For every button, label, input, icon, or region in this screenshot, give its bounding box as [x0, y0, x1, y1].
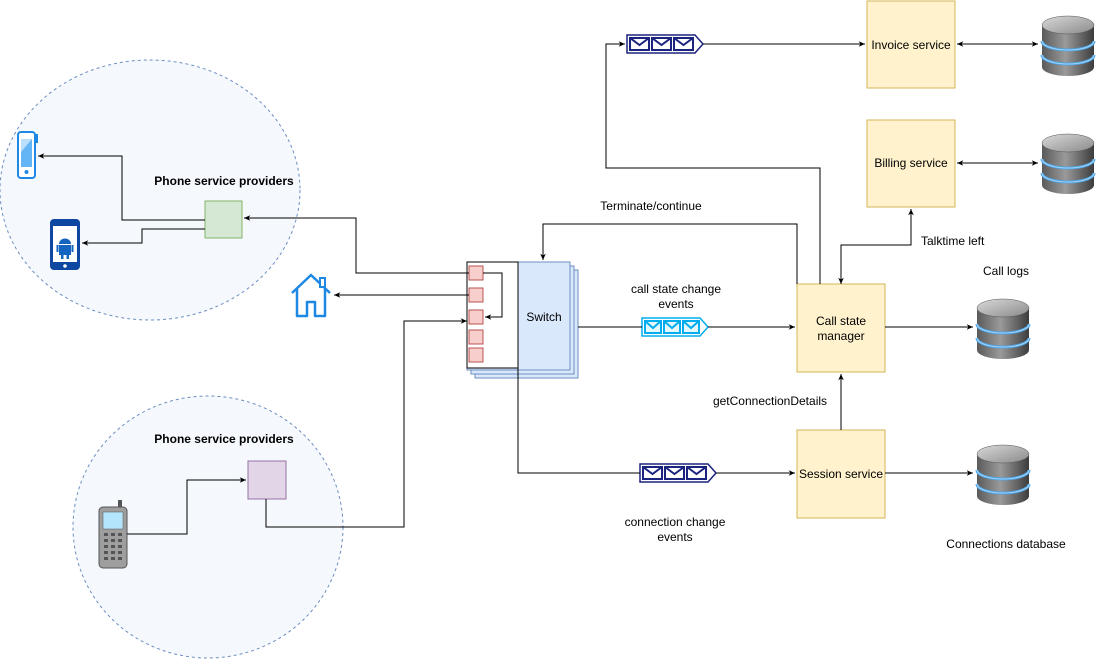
switch-port [468, 309, 484, 325]
switch-port [468, 329, 484, 345]
switch-port [468, 287, 484, 303]
call-state-events-label-2: events [658, 297, 693, 311]
switch-node[interactable] [466, 261, 579, 379]
top-provider-group [0, 59, 301, 321]
call-state-events-label: call state change [631, 282, 721, 296]
connections-database-label: Connections database [946, 537, 1066, 551]
database-icon [1040, 14, 1096, 78]
connector-edges [38, 41, 1038, 535]
database-icon [975, 297, 1031, 361]
top-provider-box[interactable] [204, 200, 243, 239]
android-phone-icon [50, 219, 80, 270]
call-state-manager-box[interactable] [796, 283, 886, 373]
call-state-manager-label: Call state [816, 314, 866, 328]
switch-label: Switch [526, 310, 561, 324]
connection-events-label: connection change [625, 515, 726, 529]
invoice-service-box[interactable] [866, 0, 956, 89]
database-icon [1040, 132, 1096, 196]
get-connection-details-label: getConnectionDetails [713, 394, 827, 408]
database-icon [975, 443, 1031, 507]
invoice-service-label: Invoice service [871, 38, 951, 52]
talktime-left-label: Talktime left [921, 234, 985, 248]
switch-port [468, 265, 484, 281]
feature-phone-icon [98, 500, 128, 569]
billing-service-box[interactable] [866, 119, 956, 208]
bottom-provider-box[interactable] [247, 460, 287, 500]
message-queue-icon [639, 463, 717, 483]
home-icon [291, 273, 331, 318]
call-state-manager-label-2: manager [817, 329, 864, 343]
message-queue-icon [641, 317, 709, 337]
connection-events-label-2: events [657, 530, 692, 544]
top-provider-label: Phone service providers [154, 174, 294, 188]
billing-service-label: Billing service [874, 156, 948, 170]
mobile-phone-icon [17, 131, 38, 179]
bottom-provider-label: Phone service providers [154, 432, 294, 446]
switch-port [468, 347, 484, 363]
session-service-box[interactable] [796, 429, 886, 519]
session-service-label: Session service [799, 467, 883, 481]
call-logs-label: Call logs [983, 264, 1029, 278]
message-queue-icon [626, 34, 704, 54]
terminate-continue-label: Terminate/continue [600, 199, 702, 213]
